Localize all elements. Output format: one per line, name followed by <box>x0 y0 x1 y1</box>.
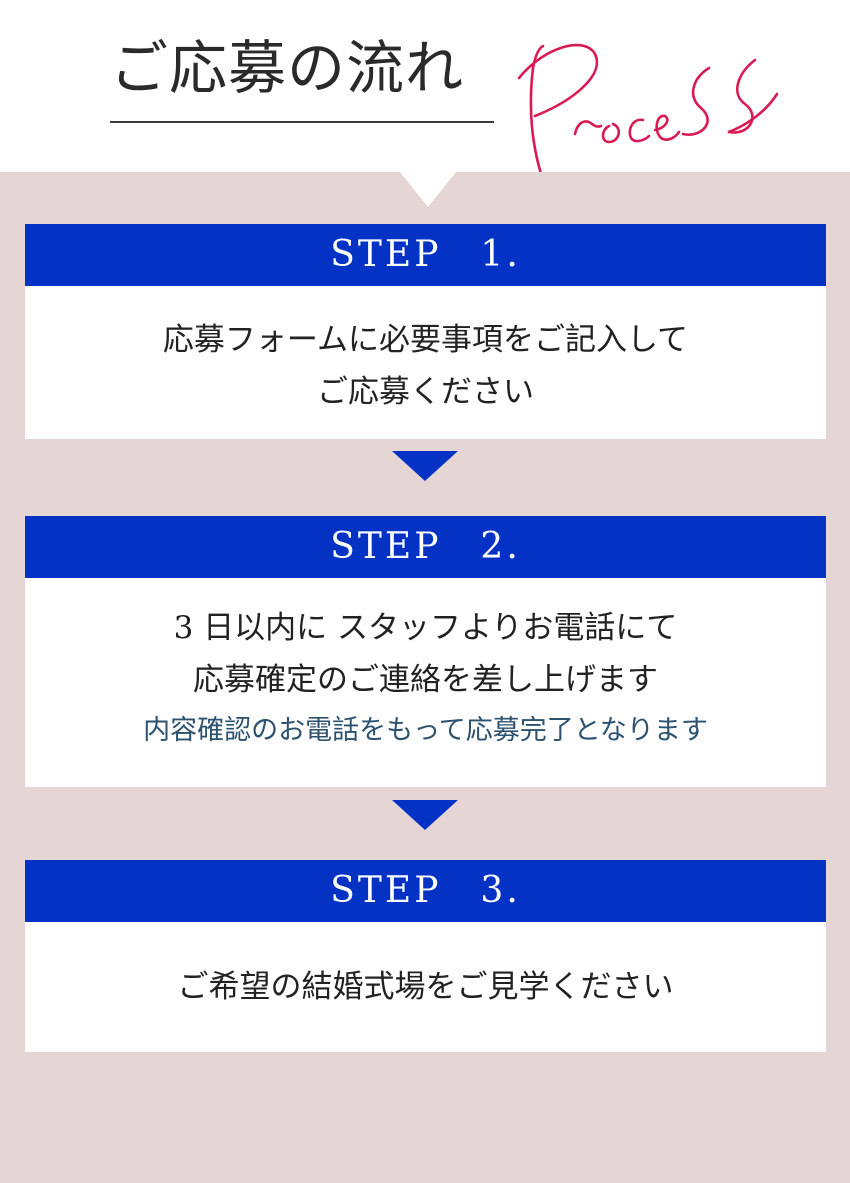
step-2-line-2: 応募確定のご連絡を差し上げます <box>193 662 658 698</box>
arrow-down-icon <box>392 451 458 481</box>
title-underline <box>110 121 494 123</box>
step-1-line-1: 応募フォームに必要事項をご記入して <box>162 322 689 358</box>
step-2-header: STEP 2. <box>25 516 826 578</box>
step-3-header: STEP 3. <box>25 860 826 922</box>
step-1-header: STEP 1. <box>25 224 826 286</box>
step-1-content: 応募フォームに必要事項をご記入して ご応募ください <box>25 286 826 439</box>
step-2-line-1: 3 日以内に スタッフよりお電話にて <box>173 610 678 646</box>
process-script-graphic <box>517 43 779 188</box>
arrow-down-icon <box>392 800 458 830</box>
process-script-logo <box>505 38 785 193</box>
step-1-line-2: ご応募ください <box>317 374 534 410</box>
step-3-line-1: ご希望の結婚式場をご見学ください <box>177 969 674 1005</box>
header-notch <box>400 172 456 207</box>
step-2-content: 3 日以内に スタッフよりお電話にて 応募確定のご連絡を差し上げます 内容確認の… <box>25 578 826 787</box>
header: ご応募の流れ <box>0 0 850 188</box>
step-3-content: ご希望の結婚式場をご見学ください <box>25 922 826 1052</box>
page-title: ご応募の流れ <box>110 34 465 102</box>
step-2-note: 内容確認のお電話をもって応募完了となります <box>143 715 708 746</box>
